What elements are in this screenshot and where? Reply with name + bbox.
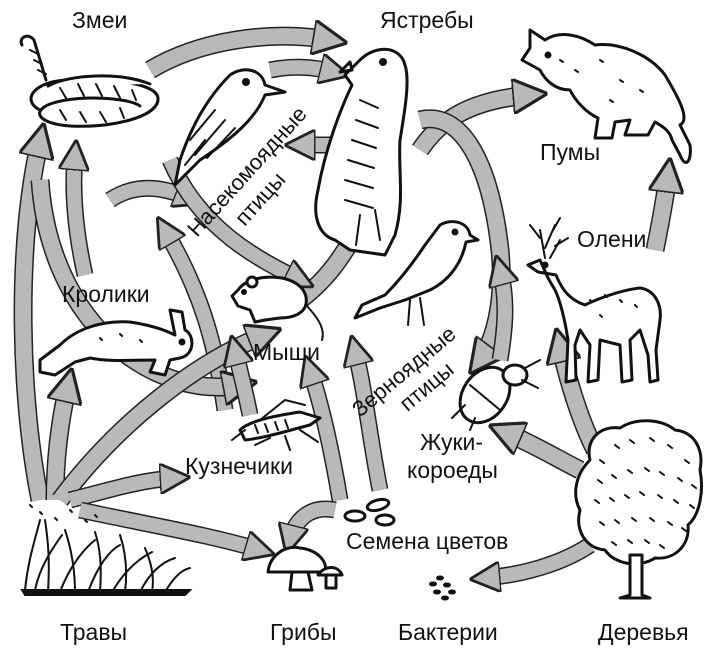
flower-seeds-illustration — [345, 497, 394, 525]
arrow-tree-to-beetle — [505, 432, 580, 470]
bark-beetle-illustration — [450, 358, 540, 432]
mushrooms-illustration — [268, 547, 342, 590]
label-bark-beetles-line2: короеды — [407, 457, 498, 483]
label-snakes: Змеи — [72, 7, 127, 33]
arrow-grass-to-mushrooms — [80, 510, 260, 550]
label-flower-seeds: Семена цветов — [346, 528, 508, 554]
label-bacteria: Бактерии — [398, 619, 498, 645]
rabbit-illustration — [40, 310, 192, 375]
label-deer: Олени — [577, 226, 646, 252]
arrow-beetle-to-granbird — [500, 270, 505, 360]
label-grasshoppers: Кузнечики — [185, 453, 293, 479]
label-mice: Мыши — [253, 339, 320, 365]
label-grasses: Травы — [60, 619, 127, 645]
label-hawks: Ястребы — [380, 7, 474, 33]
arrow-grasshopper-to-mice — [235, 350, 250, 415]
label-rabbits: Кролики — [62, 281, 150, 307]
arrow-insectbird-to-hawks — [270, 67, 335, 72]
arrow-seeds-to-mushrooms — [290, 509, 335, 540]
label-bark-beetles-line1: Жуки- — [420, 429, 483, 455]
bacteria-illustration — [430, 577, 455, 600]
snake-illustration — [21, 36, 158, 126]
hawk-illustration — [316, 49, 407, 255]
tree-illustration — [576, 421, 702, 598]
label-mushrooms: Грибы — [270, 619, 337, 645]
label-pumas: Пумы — [540, 139, 600, 165]
label-trees: Деревья — [598, 619, 689, 645]
